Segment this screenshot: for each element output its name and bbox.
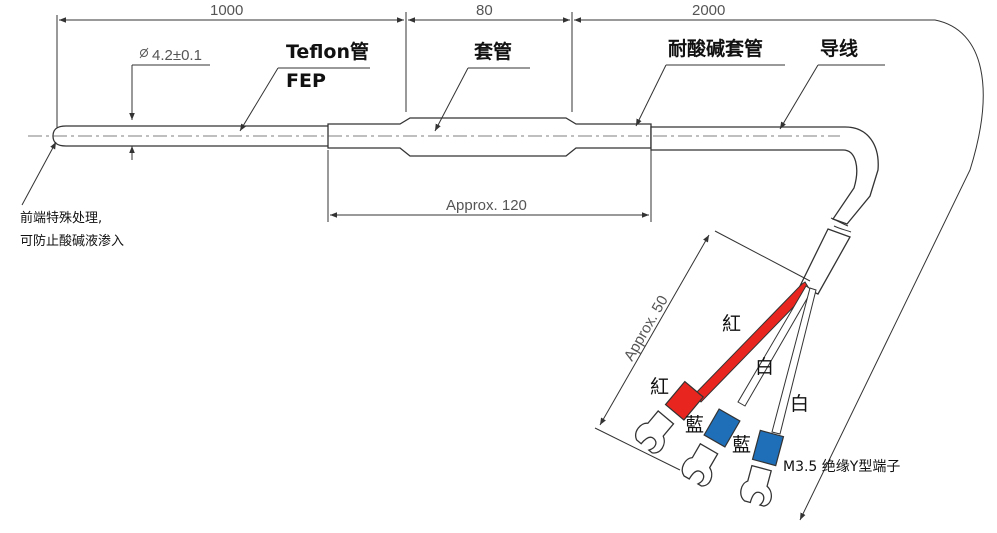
dim-2000: 2000 [692,2,725,19]
label-fep: FEP [286,70,326,92]
label-acid-sleeve: 耐酸碱套管 [668,37,763,60]
dim-approx120: Approx. 120 [446,197,527,214]
terminal-blue-1 [681,408,741,487]
wire-label-blue-2: 藍 [732,434,751,456]
terminal-blue-2 [740,429,785,507]
terminal-label: M3.5 绝缘Y型端子 [783,459,900,475]
wire-label-red-1: 紅 [722,313,741,335]
wire-label-blue-1: 藍 [685,414,704,436]
dim-approx50: Approx. 50 [621,293,672,364]
lead-wire [650,126,879,295]
label-teflon: Teflon管 [286,40,369,63]
wire-label-white-1: 白 [755,356,774,378]
approx50-dimension [594,230,811,471]
wire-label-white-2: 白 [790,393,809,415]
approx120-dimension [327,150,652,222]
dimension-lines-top [56,12,984,521]
diameter-dimension [129,47,210,160]
dim-1000: 1000 [210,2,243,19]
tip-note-line1: 前端特殊处理, [20,210,102,226]
diameter-text: 4.2±0.1 [152,47,202,64]
label-sleeve: 套管 [473,40,512,63]
sleeve [327,117,652,157]
dim-80: 80 [476,2,493,19]
terminal-red [635,380,705,454]
label-lead-wire: 导线 [820,37,858,60]
leader-lines [21,64,885,206]
tip-note-line2: 可防止酸碱液渗入 [20,233,124,249]
wire-label-red-2: 紅 [650,376,669,398]
